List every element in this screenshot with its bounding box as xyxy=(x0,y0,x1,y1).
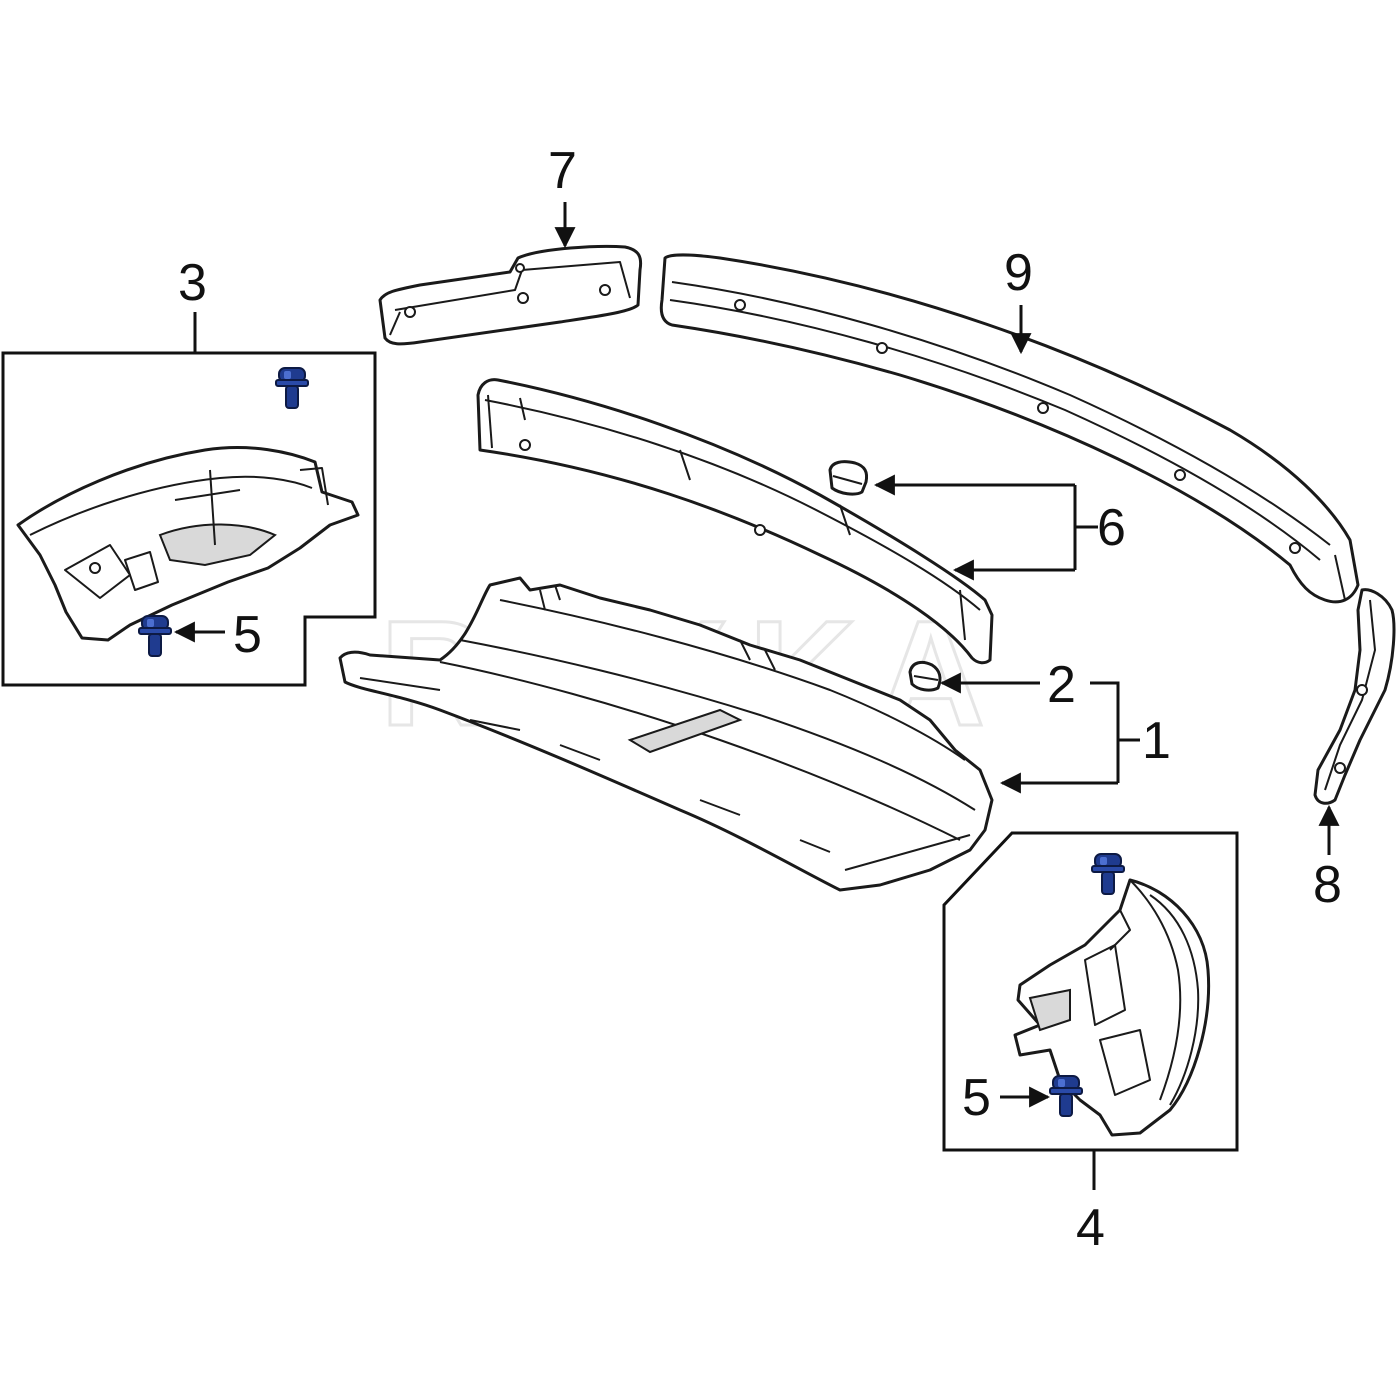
part-9-rail xyxy=(659,253,1360,604)
part-8-end-bracket xyxy=(1313,588,1396,805)
callout-9: 9 xyxy=(1004,244,1033,302)
leader-lines xyxy=(173,202,1340,1190)
callout-7: 7 xyxy=(548,142,577,200)
part-7-bracket xyxy=(378,244,643,346)
callout-8: 8 xyxy=(1313,856,1342,914)
part-1-lower-panel xyxy=(338,576,994,892)
callout-5-left: 5 xyxy=(233,606,262,664)
callout-1: 1 xyxy=(1142,712,1171,770)
leader-6-bracket xyxy=(1073,485,1098,570)
left-side-trim-panel xyxy=(16,446,360,642)
part-6-clip xyxy=(828,460,869,496)
callout-3: 3 xyxy=(178,254,207,312)
callout-4: 4 xyxy=(1076,1199,1105,1257)
callout-6: 6 xyxy=(1097,499,1126,557)
leader-1-bracket xyxy=(1090,681,1140,783)
callout-2: 2 xyxy=(1047,656,1076,714)
part-2-clip xyxy=(908,660,942,692)
right-side-trim-panel xyxy=(1013,878,1211,1137)
callout-5-right: 5 xyxy=(962,1069,991,1127)
part-6-middle-rail xyxy=(476,378,994,665)
